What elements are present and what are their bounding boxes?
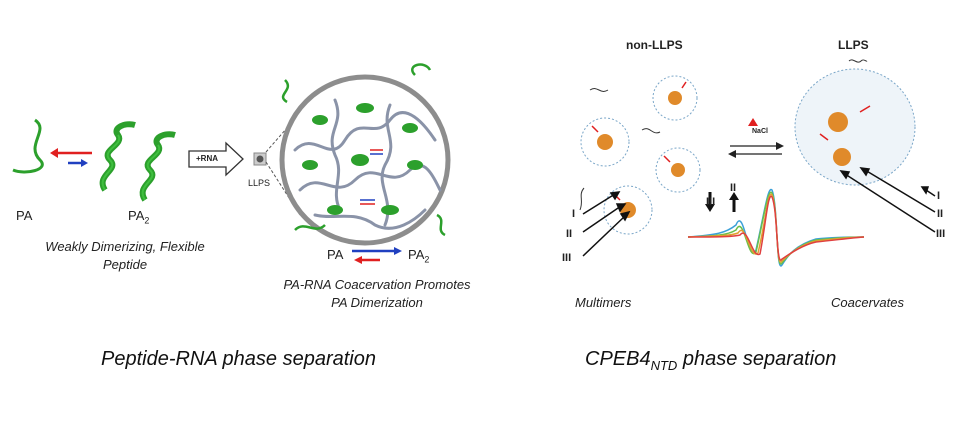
eq-pa2-label: PA2: [408, 247, 430, 265]
left-marker-III: III: [562, 252, 572, 264]
multimers-label: Multimers: [575, 295, 632, 310]
right-marker-II: II: [937, 208, 944, 220]
llps-title: LLPS: [838, 38, 869, 52]
promotion-description: PA-RNA Coacervation Promotes PA Dimeriza…: [283, 277, 471, 310]
left-marker-II: II: [566, 228, 573, 240]
pa2-label: PA2: [128, 208, 150, 226]
coacervate-cluster-icon: [794, 68, 916, 186]
nacl-equilibrium-icon: [728, 118, 784, 158]
multimer-clusters-icon: [579, 75, 701, 235]
eq-arrows-icon: [352, 247, 402, 264]
right-marker-III: III: [936, 228, 946, 240]
free-peptides-icon: [281, 63, 446, 237]
helix-dimer-icon: [99, 121, 176, 202]
droplet-icon: [253, 152, 267, 166]
left-marker-I: I: [572, 208, 576, 220]
right-pointer-arrows-icon: [839, 167, 936, 233]
right-marker-I: I: [937, 190, 941, 202]
equilibrium-arrows-icon: [50, 148, 92, 167]
nacl-label: NaCl: [752, 128, 768, 135]
epr-spectrum-chart: [687, 188, 865, 267]
flexible-peptide-icon: [12, 118, 44, 174]
peptide-description: Weakly Dimerizing, Flexible Peptide: [45, 239, 205, 272]
non-llps-title: non-LLPS: [626, 38, 683, 52]
llps-label-left: LLPS: [248, 178, 271, 188]
marker-II-top: II: [730, 182, 737, 194]
add-rna-label: +RNA: [196, 154, 219, 163]
marker-III-top: III: [706, 196, 716, 208]
pa-label: PA: [16, 208, 33, 223]
eq-pa-label: PA: [327, 247, 344, 262]
add-rna-arrow-icon: [188, 141, 244, 177]
right-caption: CPEB4NTD phase separation: [585, 348, 837, 373]
spectrum-markers-icon: [705, 192, 739, 212]
coacervates-label: Coacervates: [831, 295, 904, 310]
left-caption: Peptide-RNA phase separation: [101, 348, 376, 370]
free-chain-icon: [848, 59, 868, 63]
coacervate-droplet-icon: [279, 74, 451, 246]
left-pointer-arrows-icon: [582, 191, 631, 257]
